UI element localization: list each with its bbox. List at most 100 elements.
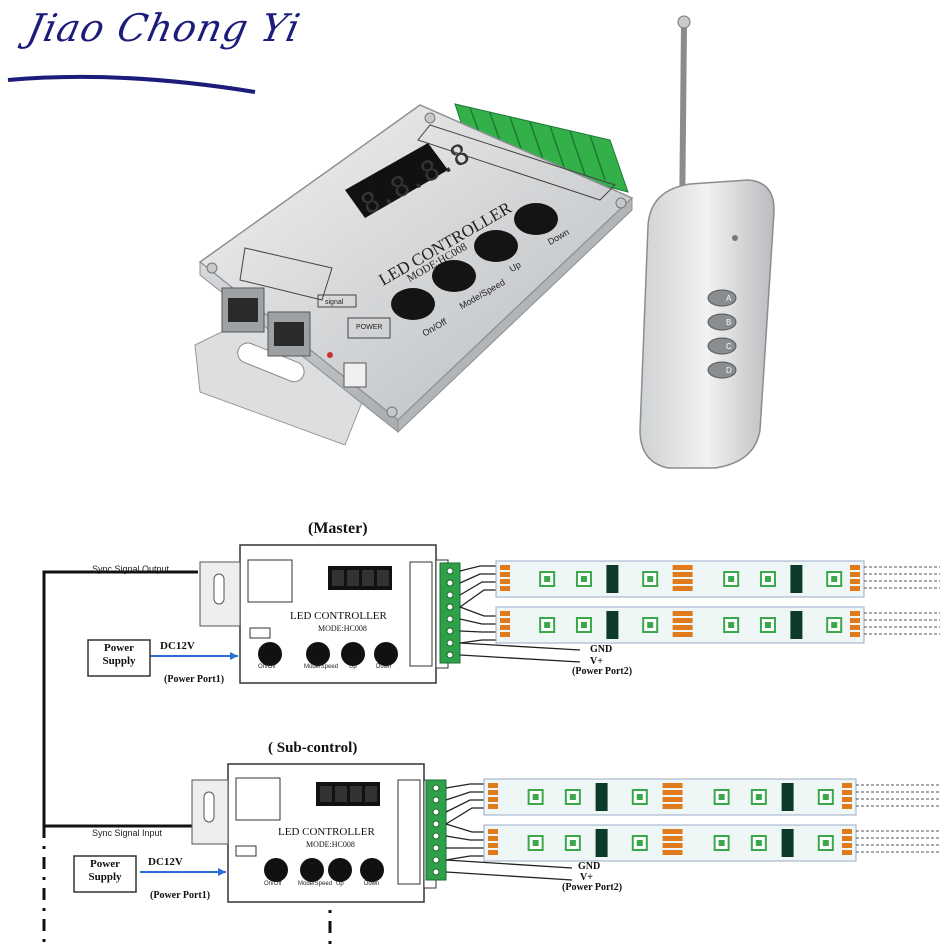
strip-led-core [544, 622, 551, 628]
strip-resistor [662, 790, 683, 795]
strip-pad [842, 829, 852, 834]
master-power-port1: (Power Port1) [164, 674, 225, 685]
sync-wire [42, 570, 200, 828]
strip-pad [500, 565, 510, 570]
strip-pad [500, 586, 510, 591]
sub-dc-label: DC12V [148, 856, 183, 868]
strip-resistor [662, 804, 683, 809]
output-label-frame [417, 124, 616, 201]
master-power-port2: (Power Port2) [572, 666, 633, 677]
strip-chip [595, 829, 608, 857]
sub-power-supply: Power Supply [85, 858, 125, 884]
master-gnd: GND [590, 644, 613, 655]
strip-chip [781, 783, 794, 811]
strip-pad [488, 790, 498, 795]
strip-pad [500, 611, 510, 616]
sub-power-line2: Supply [88, 871, 122, 883]
strip-pad [488, 797, 498, 802]
strip-pad [500, 572, 510, 577]
signal-text: signal [325, 299, 344, 306]
status-led [327, 352, 333, 358]
button-mode [432, 260, 476, 292]
strip-pad [488, 804, 498, 809]
strip-led-core [831, 622, 838, 628]
strip-led-core [764, 622, 771, 628]
sub-power-port1: (Power Port1) [150, 890, 211, 901]
strip-pad [488, 829, 498, 834]
signal-tag [317, 294, 357, 308]
strip-led-core [822, 840, 829, 846]
strip-led-core [822, 794, 829, 800]
strip-led-core [647, 576, 654, 582]
remote-button-c [707, 337, 737, 355]
strip-pad [850, 611, 860, 616]
remote-body [639, 179, 775, 469]
strip-pad [842, 790, 852, 795]
sub-power-box [73, 855, 137, 893]
strip-pad [842, 850, 852, 855]
master-title: (Master) [308, 520, 368, 537]
sub-terminal [425, 779, 447, 881]
strip-led-core [718, 840, 725, 846]
strip-led-core [580, 622, 587, 628]
signal-label-frame [239, 247, 333, 301]
strip-led-core [532, 840, 539, 846]
strip-resistor [672, 625, 693, 630]
strip-pad [850, 632, 860, 637]
sub-btn-label-1: Mode/Speed [298, 881, 333, 887]
strip-led-core [544, 576, 551, 582]
sub-power-line1: Power [90, 858, 120, 870]
strip-pad [850, 579, 860, 584]
strip-led-core [636, 794, 643, 800]
strip-pad [500, 632, 510, 637]
master-power-line2: Supply [102, 655, 136, 667]
strip-resistor [672, 565, 693, 570]
strip-pad [488, 783, 498, 788]
strip-resistor [672, 586, 693, 591]
strip-resistor [672, 611, 693, 616]
strip-chip [790, 611, 803, 639]
strip-resistor [672, 579, 693, 584]
strip-led-core [580, 576, 587, 582]
sync-input-label: Sync Signal Input [92, 828, 163, 838]
strip-resistor [672, 618, 693, 623]
remote-label-d: D [726, 366, 732, 375]
strip-chip [606, 611, 619, 639]
strip-led-core [532, 794, 539, 800]
strip-pad [842, 836, 852, 841]
strip-led-core [755, 794, 762, 800]
sub-controller-title: LED CONTROLLER [278, 826, 375, 838]
strip-led-core [647, 622, 654, 628]
button-down [514, 203, 558, 235]
strip-led-core [569, 794, 576, 800]
sub-btn-label-0: On/Off [264, 881, 282, 887]
strip-pad [850, 625, 860, 630]
strip-chip [606, 565, 619, 593]
strip-led-core [636, 840, 643, 846]
sync-output-label: Sync Signal Output [92, 564, 170, 574]
strip-led-core [755, 840, 762, 846]
strip-pad [842, 783, 852, 788]
sub-btn-label-3: Down [364, 881, 380, 887]
strip-pad [850, 565, 860, 570]
sub-title: ( Sub-control) [268, 740, 358, 756]
strip-resistor [662, 850, 683, 855]
strip-pad [488, 850, 498, 855]
master-power-line1: Power [104, 642, 134, 654]
strip-pad [850, 618, 860, 623]
strip-led-core [831, 576, 838, 582]
remote-button-d [707, 361, 737, 379]
strip-pad [842, 804, 852, 809]
power-tag [347, 317, 391, 339]
remote-label-a: A [726, 294, 732, 303]
strip-chip [781, 829, 794, 857]
strip-pad [850, 586, 860, 591]
strip-led-core [728, 622, 735, 628]
strip-led-core [728, 576, 735, 582]
power-text: POWER [356, 324, 382, 331]
strip-resistor [662, 797, 683, 802]
strip-resistor [672, 632, 693, 637]
sub-vplus: V+ [580, 872, 593, 883]
